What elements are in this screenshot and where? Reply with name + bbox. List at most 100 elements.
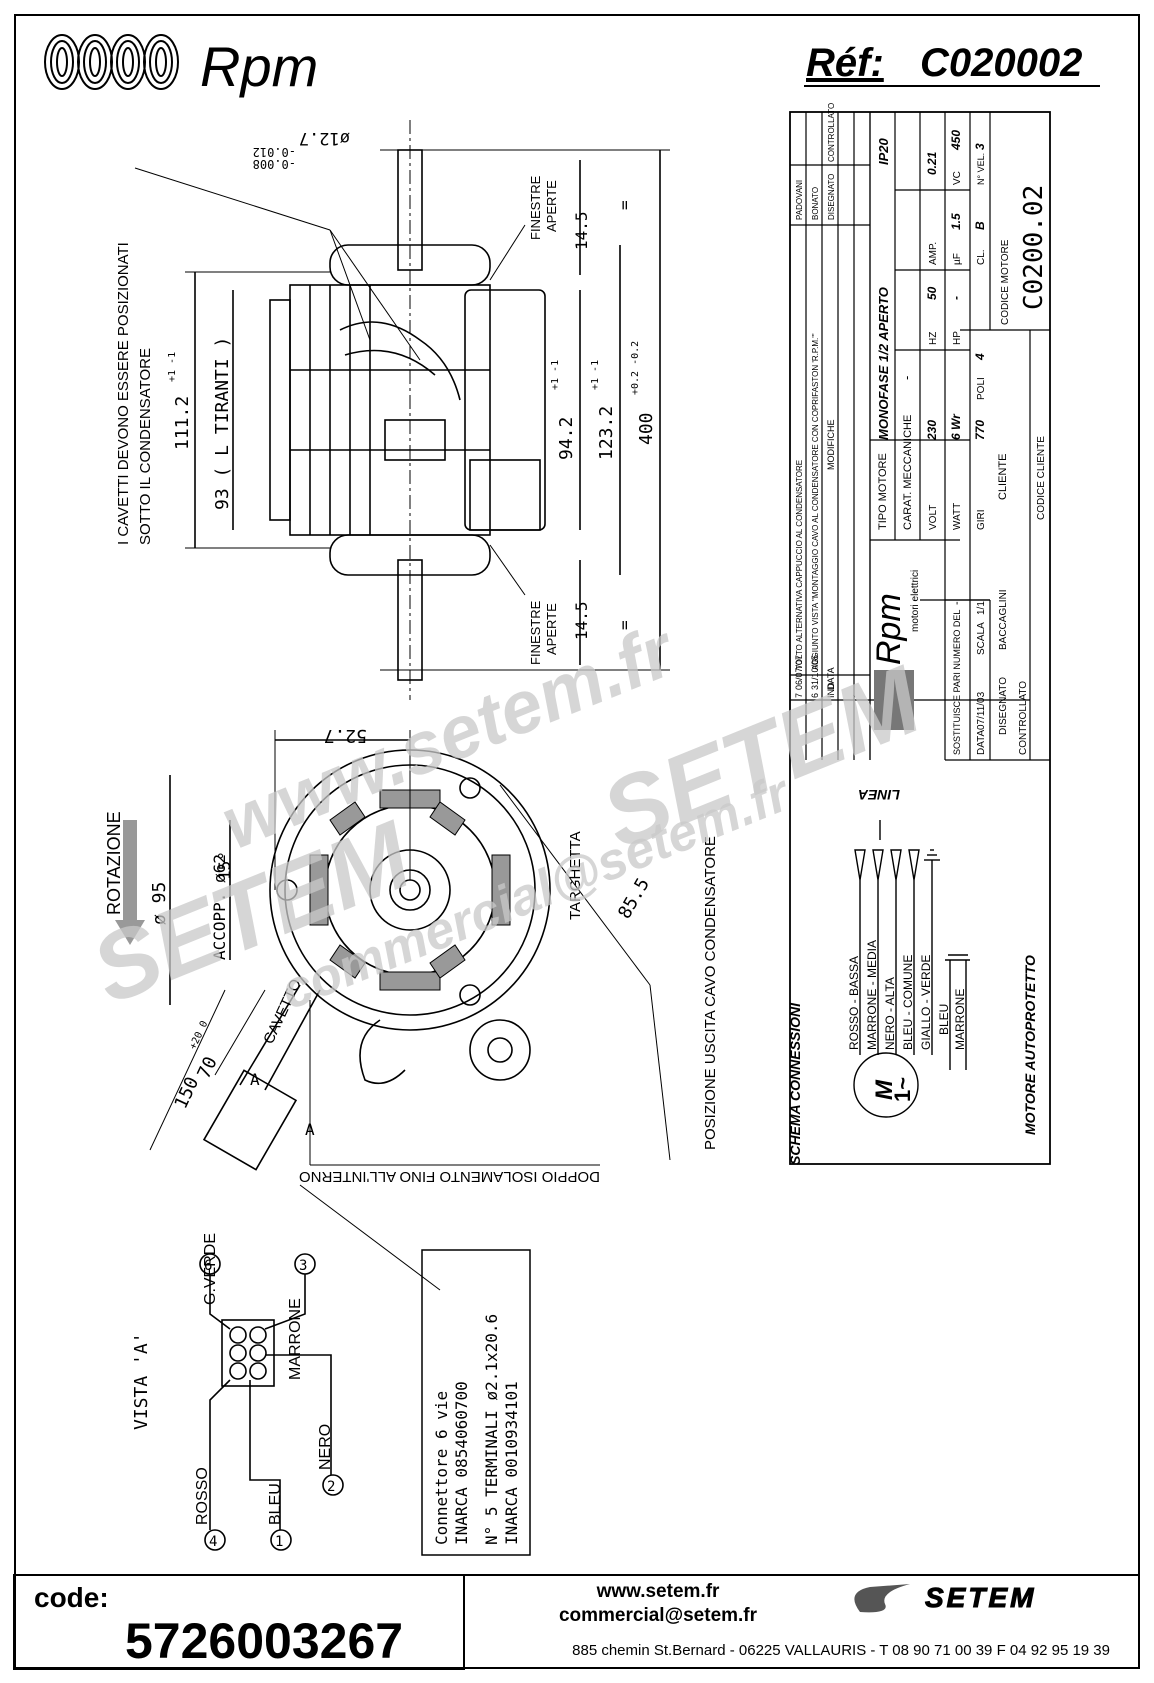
rev-header-drawn: DISEGNATO (827, 174, 836, 220)
hp-label: HP (952, 331, 963, 345)
motor-m: M (871, 1079, 898, 1100)
sostituisce-label: SOSTITUISCE PARI NUMERO DEL (952, 610, 962, 755)
poli-value: 4 (973, 353, 987, 361)
rev7-by: PADOVANI (795, 180, 804, 220)
connector-note: Connettore 6 vie INARCA 0854060700 N° 5 … (421, 1249, 531, 1556)
cliente-label: CLIENTE (997, 454, 1009, 500)
aperte-top: APERTE (544, 180, 559, 232)
wire-rosso: ROSSO - BASSA (847, 956, 861, 1050)
front-view (115, 730, 671, 1291)
title-block-text: 7 06/07/07 TOLTO ALTERNATIVA CAPPUCCIO A… (794, 103, 1049, 755)
rev7-change: TOLTO ALTERNATIVA CAPPUCCIO AL CONDENSAT… (795, 460, 804, 670)
disegnato-label: DISEGNATO (998, 677, 1009, 735)
side-view-labels: ø12.7 -0.012 -0.008 I CAVETTI DEVONO ESS… (115, 128, 657, 665)
shaft-tolerance-top: -0.008 (253, 157, 296, 171)
rev-header-ind: IND (826, 682, 836, 698)
scala-value: 1/1 (976, 601, 987, 615)
motor-phase: 1~ (890, 1077, 915, 1102)
pin-3-number: 3 (299, 1258, 307, 1274)
equal-bottom: = (615, 620, 634, 630)
pin-2-label: NERO (317, 1424, 334, 1470)
watermark: www.setem.fr commercial@setem.fr SETEM S… (78, 607, 937, 1024)
tipo-motore-value: MONOFASE 1/2 APERTO (876, 287, 891, 440)
title-block (789, 111, 1051, 1165)
vista-a: VISTA 'A' 6 G.VERDE 3 MARRONE 2 NERO 1 B… (131, 1233, 344, 1551)
code-label: code: (34, 1582, 109, 1613)
shaft-tolerance-bottom: -0.012 (253, 145, 296, 159)
pin-4-number: 4 (209, 1534, 217, 1550)
wire-marrone-2: MARRONE (953, 989, 967, 1050)
angle-15: 15° (215, 851, 234, 880)
autoprotetto-label: MOTORE AUTOPROTETTO (1022, 955, 1038, 1135)
tipo-motore-label: TIPO MOTORE (877, 453, 889, 530)
vc-label: VC (952, 171, 963, 185)
setem-logo-swoosh (854, 1584, 910, 1613)
footer-email: commercial@setem.fr (559, 1605, 758, 1626)
amp-value: 0.21 (925, 151, 939, 175)
tb-logo-sub: motori elettrici (910, 570, 921, 632)
pin-3-label: MARRONE (287, 1298, 304, 1380)
dim-400-tol: +0.2 -0.2 (630, 341, 641, 395)
dim-94-tol: +1 -1 (550, 360, 561, 390)
disegnato-value: BACCAGLINI (998, 589, 1009, 650)
dim-14-5-bottom: 14.5 (572, 601, 591, 640)
pin-1-label: BLEU (267, 1483, 284, 1525)
cl-value: B (973, 221, 987, 230)
dim-111-tol: +1 -1 (167, 352, 178, 382)
ref-label: Réf: (806, 41, 884, 85)
brand-name: Rpm (200, 35, 318, 98)
rev-header-change: MODIFICHE (826, 420, 836, 471)
pin-6-label: G.VERDE (202, 1233, 219, 1305)
codice-motore-value: C0200.02 (1019, 185, 1049, 310)
finestre-bottom: FINESTRE (528, 600, 543, 665)
rev7-date: 06/07/07 (794, 655, 804, 690)
data-label: DATA (976, 729, 987, 755)
side-view (134, 120, 670, 700)
giri-value: 770 (973, 420, 987, 440)
isolamento-label: DOPPIO ISOLAMENTO FINO ALL'INTERNO (299, 1168, 600, 1185)
finestre-top: FINESTRE (528, 175, 543, 240)
dim-123: 123.2 (596, 406, 617, 460)
pin-4-label: ROSSO (194, 1467, 211, 1525)
amp-label: AMP. (928, 242, 939, 265)
sostituisce-value: - (951, 601, 963, 605)
vista-title: VISTA 'A' (131, 1332, 152, 1430)
carat-value: - (899, 376, 914, 380)
volt-label: VOLT (928, 505, 939, 530)
dim-70: 70 (193, 1054, 221, 1083)
codice-motore-label: CODICE MOTORE (1000, 239, 1011, 325)
footer-address: 885 chemin St.Bernard - 06225 VALLAURIS … (572, 1642, 1110, 1659)
wire-bleu-comune: BLEU - COMUNE (901, 955, 915, 1050)
ref-value: C020002 (920, 41, 1082, 85)
dim-150-tol: +20 0 (188, 1019, 211, 1051)
footer-web: www.setem.fr (596, 1581, 720, 1602)
drawing-sheet (14, 14, 1140, 1669)
pin-1-number: 1 (275, 1534, 283, 1550)
data-value: 07/11/03 (976, 691, 987, 730)
dim-95: ø 95 (149, 882, 170, 925)
note-line-1: I CAVETTI DEVONO ESSERE POSIZIONATI (115, 242, 132, 545)
wire-marrone: MARRONE - MEDIA (865, 940, 879, 1050)
note-line-2: SOTTO IL CONDENSATORE (137, 348, 154, 545)
rotation-label: ROTAZIONE (104, 811, 124, 915)
hz-label: HZ (928, 332, 939, 345)
rev7-ind: 7 (794, 693, 804, 698)
dim-52: 52.7 (324, 725, 367, 746)
rev6-date: 31/10/05 (810, 655, 820, 690)
carat-label: CARAT. MECCANICHE (902, 415, 914, 530)
poli-label: POLI (976, 377, 987, 400)
uf-label: µF (952, 253, 963, 265)
equal-top: = (615, 200, 634, 210)
dim-123-tol: +1 -1 (590, 360, 601, 390)
codice-cliente-label: CODICE CLIENTE (1036, 436, 1047, 520)
schema-title: SCHEMA CONNESSIONI (787, 1002, 803, 1165)
dim-400: 400 (636, 412, 657, 445)
posizione-label: POSIZIONE USCITA CAVO CONDENSATORE (702, 836, 719, 1150)
nvel-label: N° VEL. (976, 153, 986, 185)
nvel-value: 3 (973, 143, 987, 150)
giri-label: GIRI (976, 509, 987, 530)
pin-2-number: 2 (327, 1479, 335, 1495)
cl-label: CL. (976, 249, 987, 265)
connector-line-2: INARCA 0854060700 (452, 1381, 471, 1545)
accopp-dimension: ACCOPP. ø62 (210, 854, 229, 960)
